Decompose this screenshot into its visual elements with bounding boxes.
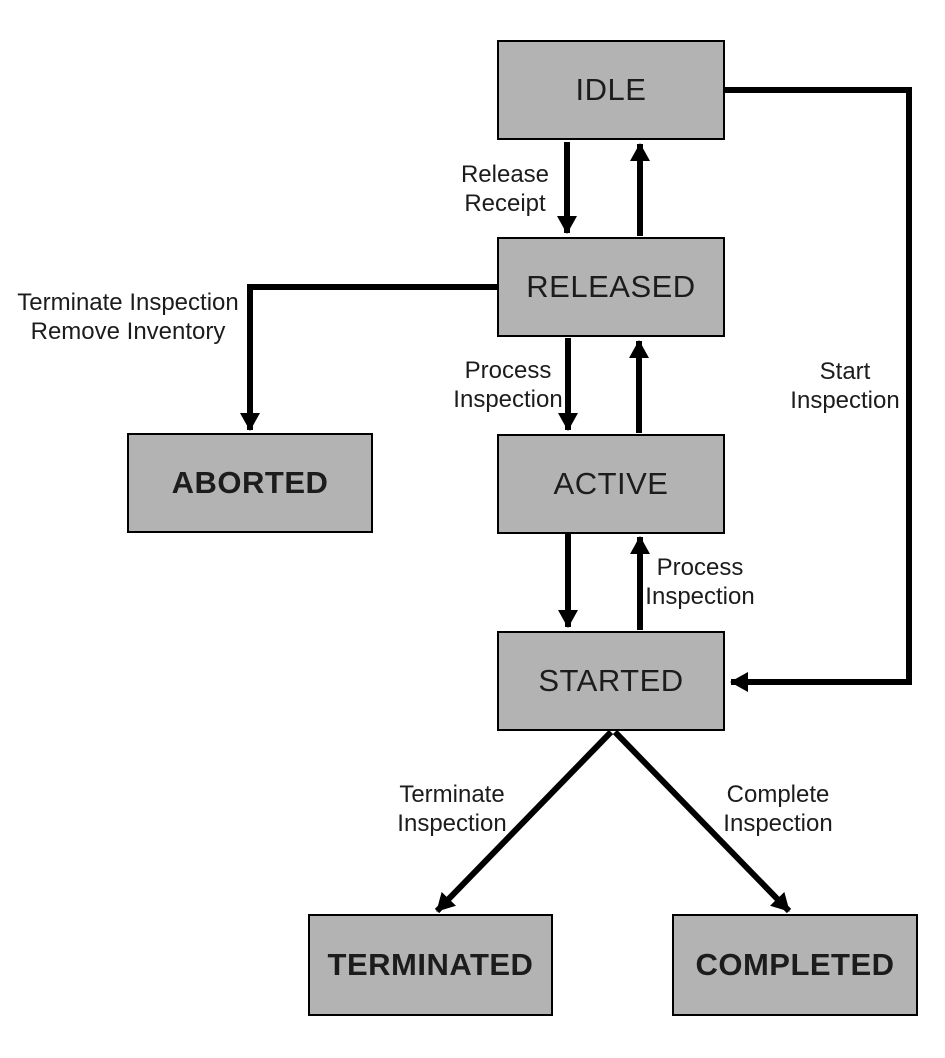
node-started: STARTED [497,631,725,731]
edge-label-release-receipt: Release Receipt [461,160,549,218]
edge-idle-to-started [724,87,912,692]
edge-label-line: Inspection [645,583,755,610]
edge-label-start-inspection: Start Inspection [790,357,899,415]
edge-label-complete-inspection: Complete Inspection [723,780,832,838]
edge-label-terminate-inspection: Terminate Inspection [397,780,506,838]
node-released-label: RELEASED [526,269,696,304]
edge-label-line: Start [819,358,871,385]
node-started-label: STARTED [538,663,684,698]
node-completed: COMPLETED [672,914,918,1016]
edge-label-line: Process [656,554,744,581]
node-aborted-label: ABORTED [171,465,329,500]
edge-label-line: Inspection [723,810,833,837]
node-terminated: TERMINATED [308,914,553,1016]
edge-label-line: Terminate [399,781,505,808]
edge-label-terminate-inspection-remove-inventory: Terminate Inspection Remove Inventory [17,288,238,346]
node-aborted: ABORTED [127,433,373,533]
node-active: ACTIVE [497,434,725,534]
edge-label-line: Complete [726,781,830,808]
node-idle-label: IDLE [575,72,647,107]
edge-label-line: Terminate Inspection [17,289,239,316]
edge-label-line: Receipt [464,190,546,217]
edge-started-to-terminated [434,729,614,914]
edge-label-line: Process [464,357,552,384]
node-active-label: ACTIVE [553,466,669,501]
edge-started-to-completed [612,729,792,914]
edge-label-line: Inspection [453,386,563,413]
edge-label-line: Release [460,161,550,188]
edge-label-process-inspection-upper: Process Inspection [453,356,562,414]
node-terminated-label: TERMINATED [327,947,534,982]
edge-label-line: Inspection [790,387,900,414]
edge-label-process-inspection-lower: Process Inspection [645,553,754,611]
edge-label-line: Remove Inventory [30,318,226,345]
node-released: RELEASED [497,237,725,337]
node-completed-label: COMPLETED [695,947,895,982]
edge-label-line: Inspection [397,810,507,837]
edge-released-to-aborted [240,284,497,431]
node-idle: IDLE [497,40,725,140]
